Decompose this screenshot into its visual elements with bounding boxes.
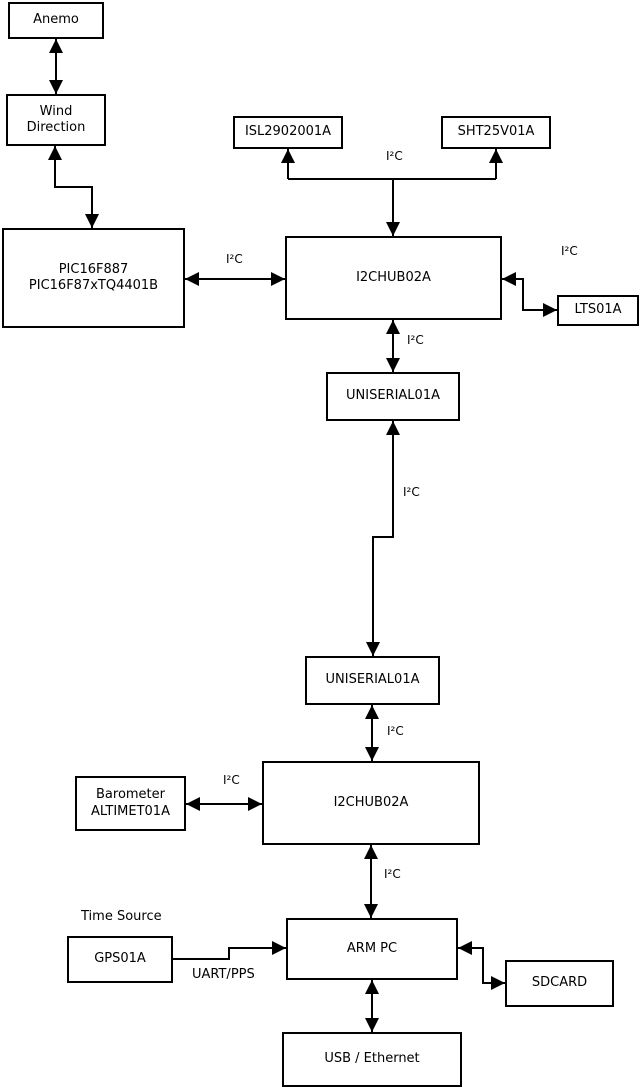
box-barometer-label-line2: ALTIMET01A bbox=[91, 803, 170, 819]
box-wind-direction-label-line2: Direction bbox=[26, 120, 86, 135]
box-isl2902001a-label: ISL2902001A bbox=[244, 124, 332, 140]
edge-uniserialtop-uniserialbottom bbox=[366, 421, 400, 656]
box-uniserial01a-top: UNISERIAL01A bbox=[326, 372, 460, 421]
box-arm-pc: ARM PC bbox=[286, 918, 458, 980]
label-uart-pps: UART/PPS bbox=[192, 967, 255, 982]
edge-label-i2c-hub-uniserial: I²C bbox=[407, 333, 424, 347]
edge-hubtop-lts bbox=[502, 272, 557, 317]
box-barometer-label-line1: Barometer bbox=[96, 787, 165, 803]
box-anemo: Anemo bbox=[8, 2, 104, 39]
edge-label-i2c-lts: I²C bbox=[561, 244, 578, 258]
box-pic16f887: PIC16F887 PIC16F87xTQ4401B bbox=[2, 228, 185, 328]
box-i2chub02a-top: I2CHUB02A bbox=[285, 236, 502, 320]
box-wind-direction-label-line1: Wind bbox=[39, 103, 73, 119]
box-usb-ethernet: USB / Ethernet bbox=[282, 1032, 462, 1087]
box-pic16f887-label-line2: PIC16F87xTQ4401B bbox=[28, 278, 159, 293]
box-arm-pc-label: ARM PC bbox=[346, 940, 398, 956]
box-usb-ethernet-label: USB / Ethernet bbox=[324, 1051, 420, 1067]
box-i2chub02a-bottom: I2CHUB02A bbox=[262, 761, 480, 845]
box-gps01a-label: GPS01A bbox=[94, 951, 146, 967]
label-time-source: Time Source bbox=[81, 909, 162, 924]
box-lts01a-label: LTS01A bbox=[574, 302, 622, 318]
edge-label-i2c-barometer: I²C bbox=[223, 773, 240, 787]
edge-armpc-sdcard bbox=[458, 941, 505, 990]
box-i2chub02a-bottom-label: I2CHUB02A bbox=[333, 794, 409, 810]
box-uniserial01a-bottom: UNISERIAL01A bbox=[305, 656, 440, 705]
edge-label-i2c-uniserial-hub2: I²C bbox=[387, 724, 404, 738]
box-lts01a: LTS01A bbox=[557, 295, 639, 326]
box-barometer-altimet01a: Barometer ALTIMET01A bbox=[75, 776, 186, 831]
box-wind-direction: Wind Direction bbox=[6, 94, 106, 146]
box-sdcard-label: SDCARD bbox=[531, 975, 588, 991]
box-sht25v01a: SHT25V01A bbox=[441, 116, 551, 149]
edge-label-i2c-uniserial-link: I²C bbox=[403, 485, 420, 499]
box-anemo-label: Anemo bbox=[33, 12, 79, 28]
edge-label-i2c-hub2-armpc: I²C bbox=[384, 867, 401, 881]
box-i2chub02a-top-label: I2CHUB02A bbox=[356, 269, 431, 285]
box-pic16f887-label-line1: PIC16F887 bbox=[58, 261, 129, 277]
box-uniserial01a-bottom-label: UNISERIAL01A bbox=[325, 672, 420, 688]
edge-gps-armpc bbox=[173, 941, 286, 960]
edge-winddirection-pic bbox=[48, 146, 99, 228]
box-sdcard: SDCARD bbox=[505, 960, 614, 1007]
edge-label-i2c-sensors: I²C bbox=[386, 149, 403, 163]
box-sht25v01a-label: SHT25V01A bbox=[457, 124, 535, 140]
box-isl2902001a: ISL2902001A bbox=[233, 116, 343, 149]
box-uniserial01a-top-label: UNISERIAL01A bbox=[346, 388, 440, 404]
box-gps01a: GPS01A bbox=[67, 936, 173, 983]
edge-label-i2c-pic-hub: I²C bbox=[226, 252, 243, 266]
